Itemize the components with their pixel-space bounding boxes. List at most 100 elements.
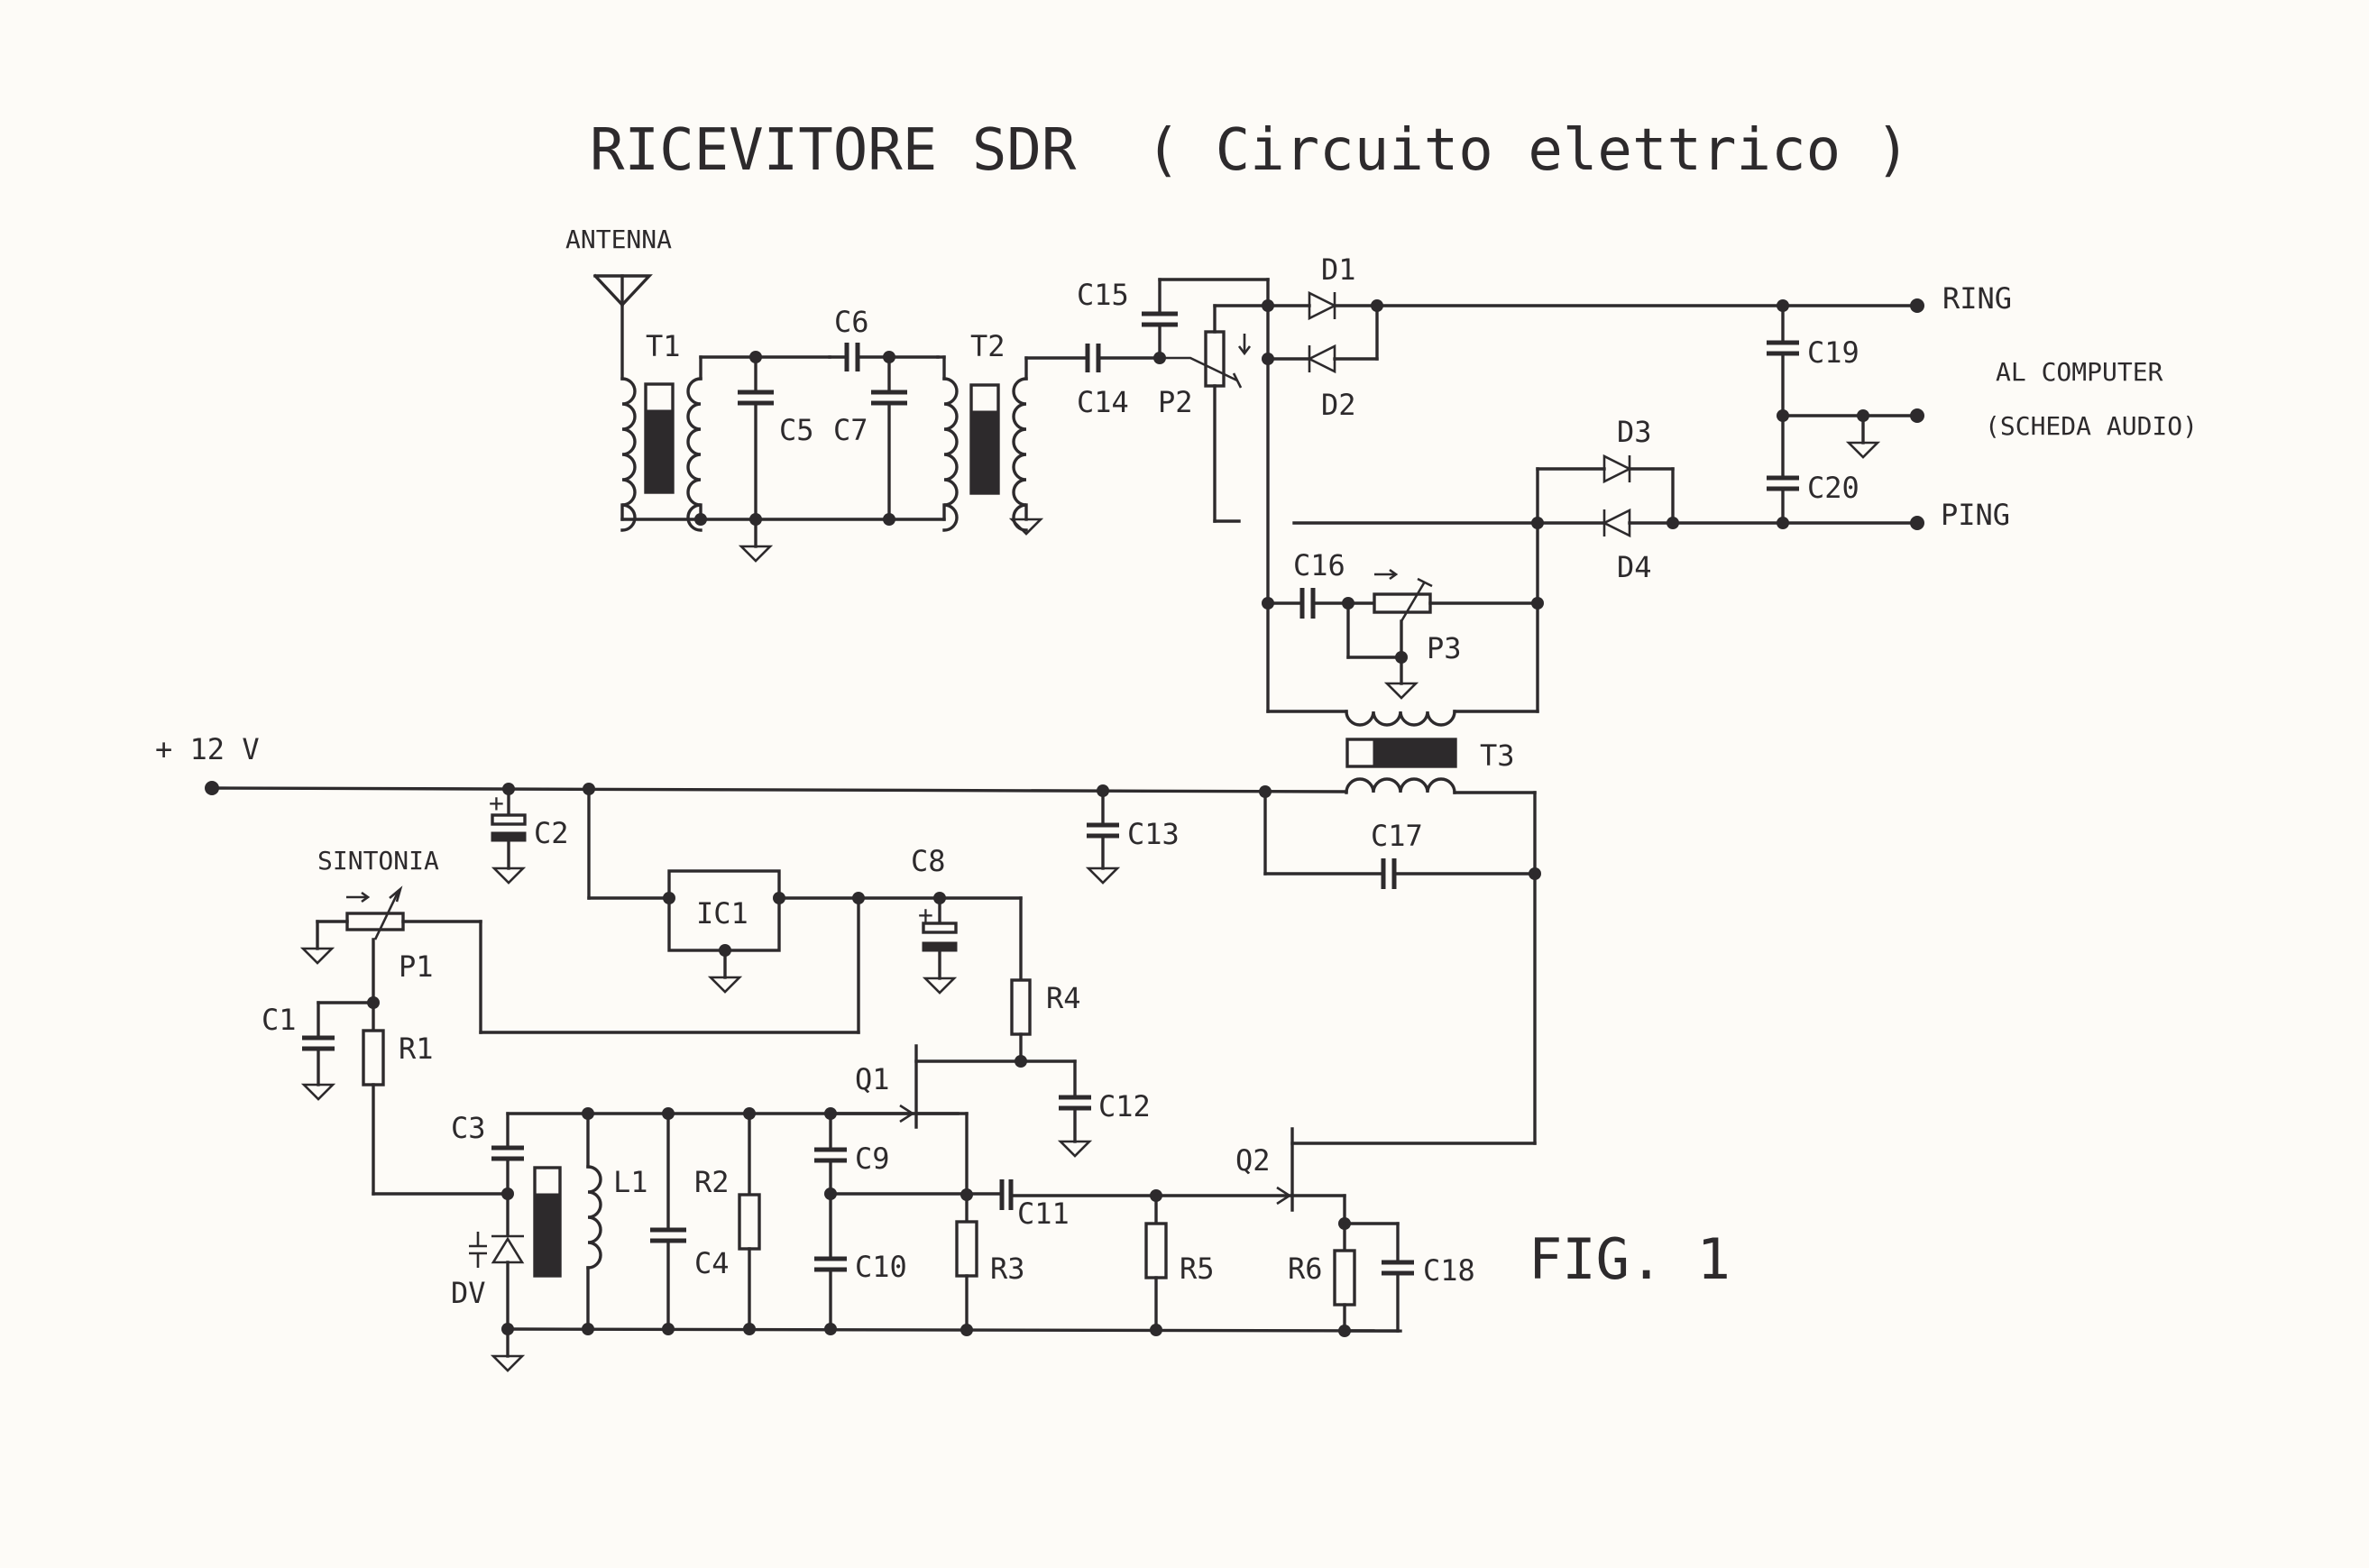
q2-label: Q2 — [1235, 1143, 1271, 1178]
t2-primary-coil-icon — [942, 377, 959, 532]
c13-capacitor-icon — [1087, 822, 1119, 839]
ground-icon — [1057, 1140, 1093, 1158]
page-title: RICEVITORE SDR ( Circuito elettrico ) — [590, 117, 1910, 184]
d2-label: D2 — [1321, 388, 1356, 422]
c8-label: C8 — [911, 844, 946, 878]
c6-label: C6 — [834, 305, 869, 339]
ground-icon — [738, 545, 774, 563]
c18-label: C18 — [1423, 1253, 1475, 1288]
c14-label: C14 — [1077, 385, 1129, 419]
p3-label: P3 — [1427, 631, 1462, 665]
figure-label: FIG. 1 — [1529, 1226, 1731, 1292]
c10-label: C10 — [855, 1250, 907, 1284]
c20-capacitor-icon — [1767, 475, 1799, 491]
d2-diode-icon — [1307, 344, 1336, 374]
p2-trimmer-icon — [1160, 330, 1252, 389]
c12-label: C12 — [1098, 1089, 1151, 1123]
l1-label: L1 — [613, 1165, 648, 1199]
c9-capacitor-icon — [814, 1147, 847, 1163]
r2-label: R2 — [694, 1165, 730, 1199]
d4-diode-icon — [1602, 508, 1631, 538]
d4-label: D4 — [1617, 550, 1652, 584]
r3-resistor-icon — [955, 1220, 978, 1278]
c1-label: C1 — [262, 1003, 297, 1037]
supply-label: + 12 V — [155, 732, 260, 766]
c10-capacitor-icon — [814, 1256, 847, 1272]
ground-icon — [299, 947, 335, 965]
t1-label: T1 — [646, 329, 681, 363]
t1-core-icon — [644, 382, 675, 494]
t2-secondary-coil-icon — [1012, 377, 1028, 532]
c14-capacitor-icon — [1085, 344, 1101, 372]
c4-capacitor-icon — [650, 1227, 686, 1243]
antenna-icon — [592, 273, 653, 307]
c3-label: C3 — [451, 1111, 486, 1145]
c19-capacitor-icon — [1767, 340, 1799, 356]
ring-terminal[interactable] — [1910, 298, 1924, 313]
c18-capacitor-icon — [1382, 1260, 1414, 1276]
ping-terminal[interactable] — [1910, 516, 1924, 530]
c1-capacitor-icon — [302, 1035, 335, 1051]
r5-resistor-icon — [1144, 1222, 1168, 1279]
ground-terminal[interactable] — [1910, 408, 1924, 423]
t3-primary-coil-icon — [1345, 710, 1456, 727]
tuning-label: SINTONIA — [317, 846, 439, 876]
d1-label: D1 — [1321, 252, 1356, 287]
c11-label: C11 — [1017, 1197, 1070, 1231]
c2-label: C2 — [534, 816, 569, 850]
ground-icon — [922, 977, 958, 995]
c5-capacitor-icon — [738, 390, 774, 406]
r1-resistor-icon — [362, 1029, 385, 1087]
l1-coil-icon — [586, 1165, 602, 1270]
c8-polarity: + — [918, 900, 933, 930]
p2-label: P2 — [1158, 385, 1193, 419]
p1-label: P1 — [399, 949, 434, 984]
ring-label: RING — [1942, 281, 2012, 316]
c4-label: C4 — [694, 1246, 730, 1280]
r5-label: R5 — [1180, 1252, 1215, 1286]
c16-capacitor-icon — [1299, 588, 1316, 619]
t1-secondary-coil-icon — [686, 377, 702, 532]
p1-potentiometer-icon[interactable] — [345, 885, 405, 940]
c17-capacitor-icon — [1381, 858, 1397, 889]
t3-label: T3 — [1480, 738, 1515, 773]
r3-label: R3 — [990, 1252, 1025, 1286]
sound-card-label: (SCHEDA AUDIO) — [1985, 411, 2198, 441]
c7-capacitor-icon — [871, 390, 907, 406]
c6-capacitor-icon — [844, 343, 860, 371]
ping-label: PING — [1941, 498, 2010, 532]
to-computer-label: AL COMPUTER — [1996, 357, 2163, 387]
r1-label: R1 — [399, 1032, 434, 1066]
q1-label: Q1 — [855, 1062, 890, 1096]
c19-label: C19 — [1807, 335, 1859, 370]
c2-electrolytic-icon — [491, 813, 527, 842]
dv-varicap-icon — [469, 1232, 525, 1268]
ground-icon — [707, 976, 743, 994]
antenna-label: ANTENNA — [565, 225, 672, 254]
l1-core-icon — [533, 1166, 562, 1278]
r4-resistor-icon — [1010, 978, 1032, 1036]
c13-label: C13 — [1127, 817, 1180, 851]
t2-core-icon — [969, 383, 1000, 495]
ground-icon — [491, 867, 527, 885]
c3-capacitor-icon — [491, 1145, 524, 1161]
c17-label: C17 — [1371, 819, 1423, 853]
t2-label: T2 — [970, 329, 1005, 363]
r4-label: R4 — [1046, 981, 1081, 1015]
c5-label: C5 — [779, 413, 814, 447]
c9-label: C9 — [855, 1142, 890, 1176]
ground-icon — [300, 1083, 336, 1101]
d1-diode-icon — [1308, 290, 1337, 321]
c12-capacitor-icon — [1059, 1095, 1091, 1111]
t3-core-icon — [1345, 738, 1457, 768]
p3-trimmer-icon — [1373, 568, 1433, 622]
ground-icon — [1008, 518, 1044, 536]
ic1-regulator — [667, 869, 781, 952]
t1-primary-coil-icon — [620, 377, 637, 532]
ic1-label: IC1 — [696, 896, 748, 931]
ground-icon — [1085, 867, 1121, 885]
c15-capacitor-icon — [1142, 311, 1178, 327]
d3-diode-icon — [1602, 454, 1632, 484]
r6-label: R6 — [1288, 1252, 1323, 1286]
